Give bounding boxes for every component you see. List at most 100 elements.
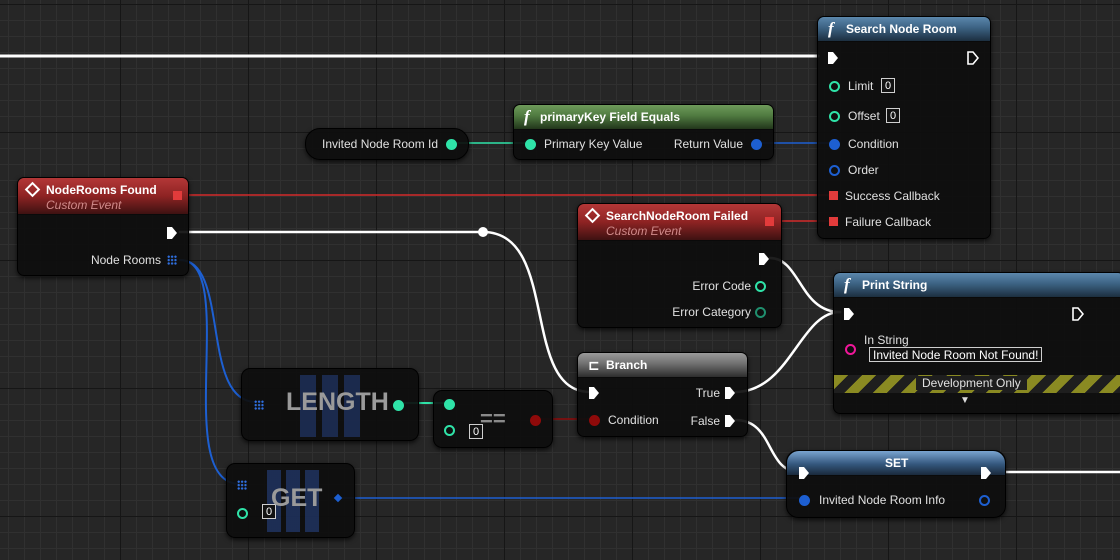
length-out-pin[interactable] bbox=[393, 400, 404, 411]
exec-out-pin[interactable] bbox=[758, 252, 770, 266]
set-value-in-pin[interactable] bbox=[799, 495, 810, 506]
exec-in-pin[interactable] bbox=[588, 386, 600, 400]
array-in-pin[interactable] bbox=[237, 480, 247, 490]
false-exec-out-pin[interactable] bbox=[724, 414, 736, 428]
offset-pin[interactable] bbox=[829, 111, 840, 122]
searchnoderoom-failed-event-node[interactable]: SearchNodeRoom Failed Custom Event Error… bbox=[577, 203, 782, 328]
offset-label: Offset bbox=[848, 109, 880, 123]
exec-wire-event-branch bbox=[178, 230, 592, 394]
set-header: SET bbox=[787, 451, 1005, 476]
limit-pin[interactable] bbox=[829, 81, 840, 92]
length-node[interactable]: LENGTH bbox=[241, 368, 419, 441]
exec-in-pin[interactable] bbox=[798, 466, 810, 480]
invited-id-out-pin[interactable] bbox=[446, 139, 457, 150]
order-pin[interactable] bbox=[829, 165, 840, 176]
node-rooms-label: Node Rooms bbox=[90, 253, 161, 267]
return-value-out-pin[interactable] bbox=[751, 139, 762, 150]
searchnoderoom-failed-subtitle: Custom Event bbox=[606, 224, 682, 238]
get-out-pin[interactable] bbox=[333, 493, 343, 503]
true-exec-out-pin[interactable] bbox=[724, 386, 736, 400]
exec-out-pin[interactable] bbox=[1072, 307, 1084, 321]
invited-node-room-id-label: Invited Node Room Id bbox=[322, 137, 439, 151]
failure-callback-pin[interactable] bbox=[829, 217, 838, 226]
print-string-header: f Print String bbox=[834, 273, 1120, 298]
event-icon bbox=[24, 181, 41, 198]
event-delegate-pin[interactable] bbox=[765, 217, 774, 226]
exec-out-pin[interactable] bbox=[166, 226, 178, 240]
set-title: SET bbox=[885, 456, 909, 470]
branch-icon: ⊏ bbox=[588, 357, 600, 373]
searchnoderoom-failed-title: SearchNodeRoom Failed bbox=[606, 209, 749, 223]
error-category-pin[interactable] bbox=[755, 307, 766, 318]
searchnoderoom-failed-header: SearchNodeRoom Failed Custom Event bbox=[578, 204, 781, 241]
noderooms-found-event-node[interactable]: NodeRooms Found Custom Event Node Rooms bbox=[17, 177, 189, 276]
function-icon: f bbox=[844, 275, 850, 294]
false-label: False bbox=[690, 414, 720, 428]
error-code-pin[interactable] bbox=[755, 281, 766, 292]
limit-input[interactable]: 0 bbox=[881, 78, 896, 93]
index-input[interactable]: 0 bbox=[262, 504, 277, 519]
equals-b-input[interactable]: 0 bbox=[469, 424, 484, 439]
equals-a-pin[interactable] bbox=[444, 399, 455, 410]
condition-label: Condition bbox=[848, 137, 899, 151]
exec-in-pin[interactable] bbox=[843, 307, 855, 321]
get-watermark bbox=[267, 470, 322, 532]
index-pin[interactable] bbox=[237, 508, 248, 519]
exec-out-pin[interactable] bbox=[980, 466, 992, 480]
event-icon bbox=[584, 207, 601, 224]
print-string-node[interactable]: f Print String In String Invited Node Ro… bbox=[833, 272, 1120, 414]
invited-node-room-id-node[interactable]: Invited Node Room Id bbox=[305, 128, 469, 160]
get-node[interactable]: 0 GET bbox=[226, 463, 355, 538]
equals-out-pin[interactable] bbox=[530, 415, 541, 426]
expand-chevron-icon[interactable]: ▼ bbox=[960, 395, 970, 406]
in-string-label: In String bbox=[864, 333, 909, 347]
primary-key-field-equals-node[interactable]: f primaryKey Field Equals Primary Key Va… bbox=[513, 104, 774, 160]
get-label: GET bbox=[271, 484, 323, 512]
failure-callback-label: Failure Callback bbox=[845, 215, 932, 229]
equals-b-pin[interactable] bbox=[444, 425, 455, 436]
success-callback-pin[interactable] bbox=[829, 191, 838, 200]
branch-title: Branch bbox=[606, 358, 648, 372]
exec-in-pin[interactable] bbox=[827, 51, 839, 65]
primary-key-in-pin[interactable] bbox=[525, 139, 536, 150]
search-node-room-node[interactable]: f Search Node Room Limit 0 Offset 0 Cond… bbox=[817, 16, 991, 239]
primary-key-header: f primaryKey Field Equals bbox=[514, 105, 773, 130]
condition-pin[interactable] bbox=[829, 139, 840, 150]
order-label: Order bbox=[848, 163, 879, 177]
noderooms-found-subtitle: Custom Event bbox=[46, 198, 122, 212]
function-icon: f bbox=[524, 107, 530, 126]
event-delegate-pin[interactable] bbox=[173, 191, 182, 200]
condition-label: Condition bbox=[608, 413, 659, 427]
exec-out-pin[interactable] bbox=[967, 51, 979, 65]
limit-label: Limit bbox=[848, 79, 874, 93]
set-node[interactable]: SET Invited Node Room Info bbox=[786, 450, 1006, 518]
error-category-label: Error Category bbox=[672, 305, 751, 319]
condition-in-pin[interactable] bbox=[589, 415, 600, 426]
primary-key-title: primaryKey Field Equals bbox=[540, 110, 681, 124]
true-label: True bbox=[695, 386, 720, 400]
return-value-label: Return Value bbox=[673, 137, 743, 151]
reroute-node[interactable] bbox=[478, 227, 488, 237]
array-out-pin[interactable] bbox=[167, 255, 177, 265]
set-value-out-pin[interactable] bbox=[979, 495, 990, 506]
branch-header: ⊏ Branch bbox=[578, 353, 747, 378]
length-watermark bbox=[300, 375, 362, 437]
offset-input[interactable]: 0 bbox=[886, 108, 901, 123]
search-node-title: Search Node Room bbox=[846, 22, 957, 36]
in-string-pin[interactable] bbox=[845, 344, 856, 355]
array-wire-get bbox=[179, 259, 241, 485]
development-only-label: Development Only bbox=[916, 376, 1027, 390]
error-code-label: Error Code bbox=[692, 279, 751, 293]
search-node-header: f Search Node Room bbox=[818, 17, 990, 42]
in-string-input[interactable]: Invited Node Room Not Found! bbox=[869, 347, 1043, 362]
branch-node[interactable]: ⊏ Branch True Condition False bbox=[577, 352, 748, 437]
print-string-title: Print String bbox=[862, 278, 928, 292]
noderooms-found-title: NodeRooms Found bbox=[46, 183, 157, 197]
equals-node[interactable]: 0 == bbox=[433, 390, 553, 448]
array-in-pin[interactable] bbox=[254, 400, 264, 410]
set-var-label: Invited Node Room Info bbox=[819, 493, 946, 507]
equals-label: == bbox=[480, 406, 506, 431]
primary-key-value-label: Primary Key Value bbox=[544, 137, 643, 151]
exec-wire-true-print bbox=[733, 310, 842, 394]
length-label: LENGTH bbox=[286, 388, 389, 416]
